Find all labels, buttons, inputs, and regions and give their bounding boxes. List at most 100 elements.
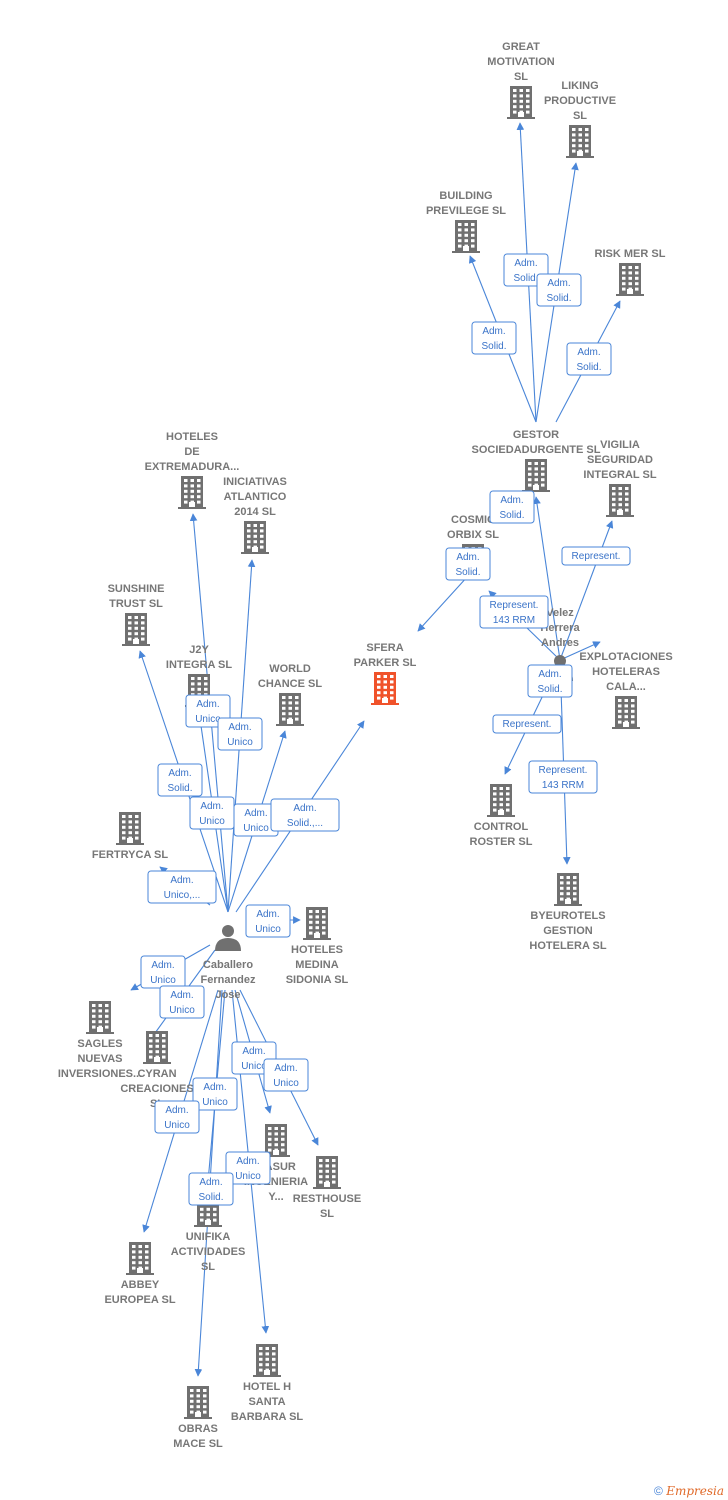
building-icon[interactable] xyxy=(606,484,634,517)
edge-label-velez-to-gestor[interactable]: Adm.Solid. xyxy=(489,490,535,524)
node-label-j2y: J2Y xyxy=(189,644,209,656)
node-explotaciones[interactable]: EXPLOTACIONESHOTELERASCALA... xyxy=(579,651,673,729)
edge-label-text: Adm. xyxy=(242,1046,265,1057)
node-hoteles_ext[interactable]: HOTELESDEEXTREMADURA... xyxy=(145,431,240,509)
edge-label-text: Adm. xyxy=(500,495,523,506)
node-label-hoteles_ext: DE xyxy=(184,446,199,458)
node-sfera[interactable]: SFERA PARKER SL xyxy=(354,642,417,705)
edge-label-text: Solid.,... xyxy=(287,818,323,829)
edge-label-text: Adm. xyxy=(547,278,570,289)
node-label-great: GREAT xyxy=(502,41,540,53)
node-label-byeurotels: BYEUROTELS xyxy=(530,910,605,922)
node-label-sfera: PARKER SL xyxy=(354,657,417,669)
edge-label-caballero-to-fertryca[interactable]: Adm.Unico,... xyxy=(147,870,217,904)
building-icon[interactable] xyxy=(452,220,480,253)
edge-label-caballero-to-cyran[interactable]: Adm.Unico xyxy=(159,985,205,1019)
person-icon[interactable] xyxy=(215,925,241,951)
edge-label-caballero-to-sunshine[interactable]: Adm.Solid. xyxy=(157,763,203,797)
edge-label-velez-to-vigilia[interactable]: Represent. xyxy=(561,546,631,566)
edge-label-caballero-to-medina[interactable]: Adm.Unico xyxy=(245,904,291,938)
edge-label-text: Adm. xyxy=(482,326,505,337)
edge-label-velez-to-explotaciones[interactable]: Adm.Solid. xyxy=(527,664,573,698)
node-cyran[interactable]: CYRANCREACIONESSL xyxy=(120,1031,194,1110)
building-icon[interactable] xyxy=(612,696,640,729)
building-icon[interactable] xyxy=(303,907,331,940)
edge-label-caballero-to-resthouse[interactable]: Adm.Unico xyxy=(263,1058,309,1092)
node-label-building: BUILDING xyxy=(439,190,492,202)
node-label-caballero: Jose xyxy=(215,989,240,1001)
node-label-sfera: SFERA xyxy=(366,642,403,654)
building-icon[interactable] xyxy=(616,263,644,296)
edge-label-text: Adm. xyxy=(200,801,223,812)
node-label-world: CHANCE SL xyxy=(258,678,322,690)
brand-logo-text[interactable]: Empresia xyxy=(666,1484,724,1498)
edge-label-text: Solid. xyxy=(167,783,192,794)
building-icon[interactable] xyxy=(276,693,304,726)
edge-label-gestor-to-building[interactable]: Adm.Solid. xyxy=(471,321,517,355)
building-icon[interactable] xyxy=(241,521,269,554)
edge-label-velez-to-cosmic[interactable]: Represent.143 RRM xyxy=(479,595,549,629)
edge-label-caballero-to-abbey[interactable]: Adm.Unico xyxy=(154,1100,200,1134)
building-icon[interactable] xyxy=(86,1001,114,1034)
node-label-cyran: CREACIONES xyxy=(120,1083,193,1095)
edge-label-caballero-to-j2y[interactable]: Adm.Unico xyxy=(189,796,235,830)
building-icon[interactable] xyxy=(143,1031,171,1064)
edge-label-text: Represent. xyxy=(539,765,588,776)
building-icon[interactable] xyxy=(126,1242,154,1275)
building-icon[interactable] xyxy=(122,613,150,646)
node-label-control: ROSTER SL xyxy=(470,836,533,848)
building-icon[interactable] xyxy=(566,125,594,158)
building-icon[interactable] xyxy=(262,1124,290,1157)
edge-label-velez-to-control[interactable]: Represent. xyxy=(492,714,562,734)
edge-label-caballero-to-iniciativas[interactable]: Adm.Unico xyxy=(217,717,263,751)
edge-label-caballero-to-sfera[interactable]: Adm.Solid.,... xyxy=(270,798,340,832)
building-icon[interactable] xyxy=(554,873,582,906)
edge-label-caballero-to-unifika[interactable]: Adm.Unico xyxy=(192,1077,238,1111)
edge-label-caballero-to-hotelh[interactable]: Adm.Unico xyxy=(225,1151,271,1185)
edge-label-text: 143 RRM xyxy=(493,615,535,626)
building-icon[interactable] xyxy=(487,784,515,817)
building-icon[interactable] xyxy=(371,672,399,705)
building-icon[interactable] xyxy=(116,812,144,845)
edge-label-text: Adm. xyxy=(203,1082,226,1093)
edge-label-caballero-to-sagles[interactable]: Adm.Unico xyxy=(140,955,186,989)
edge-label-text: Unico xyxy=(243,823,269,834)
edge-label-velez-to-byeurotels[interactable]: Represent.143 RRM xyxy=(528,760,598,794)
building-icon[interactable] xyxy=(184,1386,212,1419)
edge-label-cosmic-to-sfera[interactable]: Adm.Solid. xyxy=(445,547,491,581)
node-fertryca[interactable]: FERTRYCA SL xyxy=(92,812,168,861)
node-gasur[interactable]: GASURINGENIERIAY... xyxy=(244,1124,308,1203)
building-icon[interactable] xyxy=(178,476,206,509)
edge-label-text: Adm. xyxy=(244,808,267,819)
edge-label-gestor-to-riskmer[interactable]: Adm.Solid. xyxy=(566,342,612,376)
node-label-vigilia: VIGILIA xyxy=(600,439,640,451)
node-riskmer[interactable]: RISK MER SL xyxy=(595,248,666,296)
node-sagles[interactable]: SAGLESNUEVASINVERSIONES... xyxy=(58,1001,142,1080)
edge-label-text: Unico xyxy=(164,1120,190,1131)
building-icon[interactable] xyxy=(253,1344,281,1377)
building-icon[interactable] xyxy=(522,459,550,492)
building-icon[interactable] xyxy=(507,86,535,119)
edge-label-gestor-to-liking[interactable]: Adm.Solid. xyxy=(536,273,582,307)
node-label-cosmic: ORBIX SL xyxy=(447,529,499,541)
building-icon[interactable] xyxy=(313,1156,341,1189)
node-label-unifika: SL xyxy=(201,1261,215,1273)
edge-label-caballero-to-obras[interactable]: Adm.Solid. xyxy=(188,1172,234,1206)
